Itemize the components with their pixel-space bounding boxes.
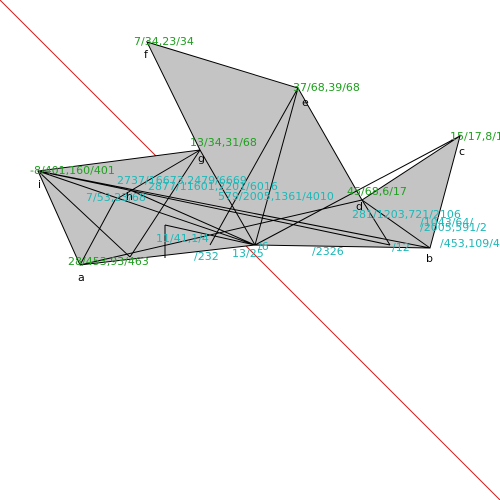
coord-label-d: 45/68,6/17 <box>347 185 407 198</box>
coord-label-a: 28/453,93/463 <box>68 255 149 268</box>
point-label-g: g <box>198 152 205 165</box>
intersection-label: /232 <box>194 250 219 263</box>
intersection-label: 7/53,23/68 <box>86 191 146 204</box>
shaded-polygon <box>37 41 461 266</box>
intersection-label: /2326 <box>312 245 344 258</box>
intersection-label: 11/41,1/4 <box>156 232 209 245</box>
coord-label-e: 37/68,39/68 <box>293 81 360 94</box>
point-label-i: i <box>38 178 41 191</box>
coord-label-f: 7/34,23/34 <box>134 35 194 48</box>
intersection-label: /2005,591/2 <box>420 221 487 234</box>
point-label-f: f <box>144 48 149 61</box>
intersection-label: /453,109/45 <box>440 237 500 250</box>
intersection-label: 281/1203,721/2106 <box>352 208 461 221</box>
intersection-label: /12 <box>392 241 410 254</box>
point-label-d: d <box>356 200 363 213</box>
intersection-label: /1043/64/ <box>420 216 473 229</box>
point-label-b: b <box>426 252 433 265</box>
intersection-label: /6 <box>258 240 269 253</box>
intersection-label: 2877/11601,2201/6016 <box>148 180 278 193</box>
intersection-label: 579/2005,1361/4010 <box>218 190 334 203</box>
coord-label-i: -8/401,160/401 <box>30 164 115 177</box>
internal-edges <box>37 87 461 266</box>
point-label-e: e <box>302 96 309 109</box>
coord-label-g: 13/34,31/68 <box>190 136 257 149</box>
point-label-h: h <box>126 190 133 203</box>
intersection-label: 2737/16673,2479/6669 <box>117 174 247 187</box>
coord-label-c: 15/17,8/17 <box>450 130 500 143</box>
point-label-c: c <box>459 145 465 158</box>
intersection-label: 13/25 <box>232 247 264 260</box>
point-label-a: a <box>78 271 85 284</box>
